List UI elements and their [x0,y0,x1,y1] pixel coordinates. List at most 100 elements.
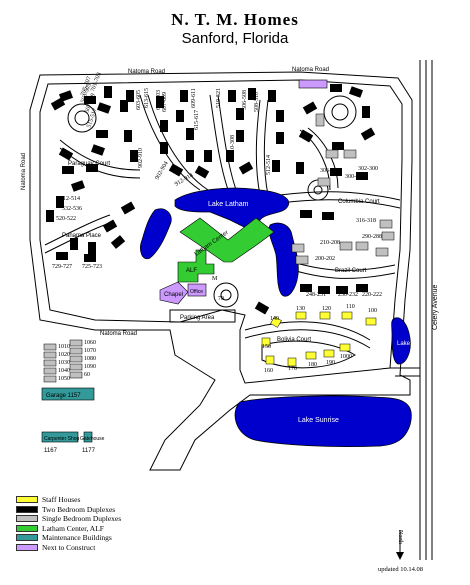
label-natoma-bottom: Natoma Road [100,331,137,337]
unit-number-label: M [212,276,218,282]
legend-item: Maintenance Buildings [16,533,121,542]
label-lake-latham: Lake Latham [208,201,249,208]
unit-number-label: 1080 [84,356,96,362]
unit-number-label: 1020 [58,352,70,358]
outer-road-outer [29,71,413,471]
unit-number-label: 302-300 [358,166,378,172]
unit-number-label: 1070 [84,348,96,354]
legend-label: Single Bedroom Duplexes [42,514,122,523]
unit-number-label: 220-222 [362,292,382,298]
unit-number-label: 200-202 [315,256,335,262]
unit-number-label: 603-605 [136,90,142,110]
label-natoma-left: Natoma Road [21,153,27,190]
map-title: N. T. M. Homes [171,10,299,29]
label-office: Office [190,289,203,295]
legend-swatch [16,543,38,551]
unit-number-label: 120 [322,306,331,312]
legend-item: Latham Center, ALF [16,524,121,533]
legend-item: Single Bedroom Duplexes [16,514,121,523]
label-lake-sunrise: Lake Sunrise [298,417,339,424]
unit-number-label: 532-536 [62,206,82,212]
next-construct-top [298,79,328,89]
unit-number-label: 248-251 [306,292,326,298]
label-brazil: Brazil Court [335,268,367,274]
unit-number-label: 170 [288,366,297,372]
unit-number-label: 701-703 [90,72,102,93]
lake-sunrise [234,395,412,447]
unit-number-label: 140 [270,316,279,322]
office-building [187,283,207,297]
unit-number-label: 729-727 [52,264,72,270]
legend-label: Staff Houses [42,495,81,504]
unit-labels: 503-505507-509515-517705-707701-703603-6… [52,72,382,382]
unit-number-label: 601-603 [156,90,162,110]
legend-swatch [16,524,38,532]
legend-item: Staff Houses [16,495,121,504]
unit-number-label: 508-510 [254,92,260,112]
unit-number-label: 607-609 [162,92,168,112]
unit-number-label: 180 [308,362,317,368]
legend-item: Two Bedroom Duplexes [16,505,121,514]
unit-number-label: 519-521 [216,88,222,108]
unit-number-label: 512-514 [266,155,272,175]
legend-label: Latham Center, ALF [42,523,104,533]
label-gatehouse-num: 1177 [82,448,96,454]
label-parking: Parking Area [180,315,215,321]
label-carpenter-num: 1167 [44,448,58,454]
unit-number-label: 1060 [84,340,96,346]
alf-building [177,249,215,283]
unit-number-label: 310-308 [230,135,236,155]
latham-center [179,217,275,263]
unit-number-label: 230-232 [338,292,358,298]
label-columbia: Columbia Court [338,199,380,205]
unit-number-label: 130 [296,306,305,312]
outer-road-inner [39,79,403,384]
map-subtitle: Sanford, Florida [181,30,289,47]
label-natoma-top: Natoma Road [128,69,165,75]
unit-number-label: 290-288 [362,234,382,240]
unit-number-label: 1010 [58,344,70,350]
unit-number-label: 506-508 [242,90,248,110]
unit-number-label: 70 [218,296,224,302]
label-celery: Celery Avenue [432,284,439,330]
label-panama: Panama Place [62,233,102,239]
unit-number-label: 300-302 [345,174,365,180]
unit-number-label: 316-318 [356,218,376,224]
unit-number-label: 725-723 [82,264,102,270]
legend-label: Maintenance Buildings [42,533,112,542]
label-paraguay: Paraguay Court [68,161,110,167]
map-legend: Staff Houses Two Bedroom Duplexes Single… [16,495,121,552]
legend-swatch [16,505,38,513]
unit-number-label: 1040 [58,368,70,374]
legend-swatch [16,534,38,541]
unit-number-label: 615-617 [194,110,200,130]
legend-label: Next to Construct [42,542,96,552]
label-garage: Garage 1157 [46,393,81,399]
north-label: North [397,530,403,544]
unit-number-label: 609-611 [191,88,197,108]
unit-number-label: 306-304 [320,168,340,174]
unit-number-label: 512-514 [60,196,80,202]
unit-number-label: 1050 [58,376,70,382]
chapel-building [159,281,189,305]
unit-number-label: 160 [264,368,273,374]
gatehouse [83,431,93,443]
two-bedroom-duplexes [46,84,376,315]
lake-small [391,317,411,365]
unit-number-label: 60 [84,372,90,378]
label-chapel: Chapel [164,292,183,298]
unit-number-label: 613-615 [144,88,150,108]
label-lake: Lake [397,341,411,347]
garage-building [41,387,95,401]
unit-number-label: 520-522 [56,216,76,222]
carpenter-shop [41,431,79,443]
legend-item: Next to Construct [16,543,121,552]
single-bedroom-duplexes [43,113,395,383]
label-alf: ALF [186,268,197,274]
lake-latham-east [268,222,299,297]
unit-number-label: 210-208 [320,240,340,246]
unit-number-label: 100 [368,308,377,314]
legend-swatch [16,515,38,522]
lake-latham [174,187,290,231]
unit-number-label: 902-910 [138,148,144,168]
